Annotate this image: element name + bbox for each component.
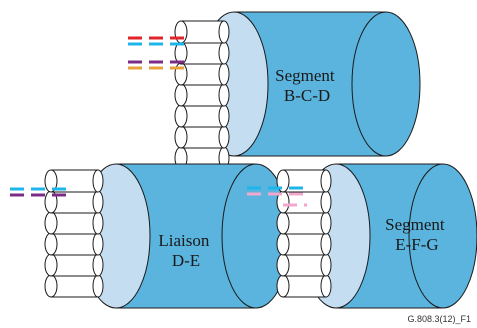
figure-id: G.808.3(12)_F1 <box>407 314 471 324</box>
fibre <box>174 62 230 86</box>
fibre <box>174 20 230 44</box>
fibre <box>174 104 230 128</box>
signal-lines <box>128 36 190 70</box>
fibre <box>174 41 230 65</box>
fibre <box>276 253 332 277</box>
fibre <box>44 211 104 235</box>
fibre <box>276 211 332 235</box>
cylinder-label-line2: D-E <box>172 251 200 270</box>
cylinder-label: Segment B-C-D <box>275 66 339 105</box>
cylinder-label-line2: B-C-D <box>284 86 330 105</box>
cylinder-segment-efg: Segment E-F-G <box>247 163 477 309</box>
fibre <box>276 190 332 214</box>
fibre <box>44 253 104 277</box>
fibre <box>276 232 332 256</box>
cylinder-segment-bcd: Segment B-C-D <box>128 11 421 170</box>
cylinder-label-line1: Liaison <box>158 231 209 250</box>
fibre <box>44 232 104 256</box>
fibre <box>174 125 230 149</box>
fibre-bundle <box>276 169 332 298</box>
fibre <box>276 274 332 298</box>
fibre <box>174 83 230 107</box>
cylinder-label: Segment E-F-G <box>385 215 449 254</box>
cylinder-label-line1: Segment <box>275 66 335 85</box>
cylinder-label-line2: E-F-G <box>395 235 438 254</box>
cylinder-label-line1: Segment <box>385 215 445 234</box>
signal-lines <box>10 187 72 197</box>
fibre <box>44 169 104 193</box>
signal-lines <box>247 186 307 207</box>
cylinder-liaison-de: Liaison D-E <box>10 163 291 309</box>
cylinder-label: Liaison D-E <box>158 231 213 270</box>
fibre-bundle <box>44 169 104 298</box>
cylinder-back-end <box>351 11 421 157</box>
fibre <box>44 274 104 298</box>
fibre <box>276 169 332 193</box>
